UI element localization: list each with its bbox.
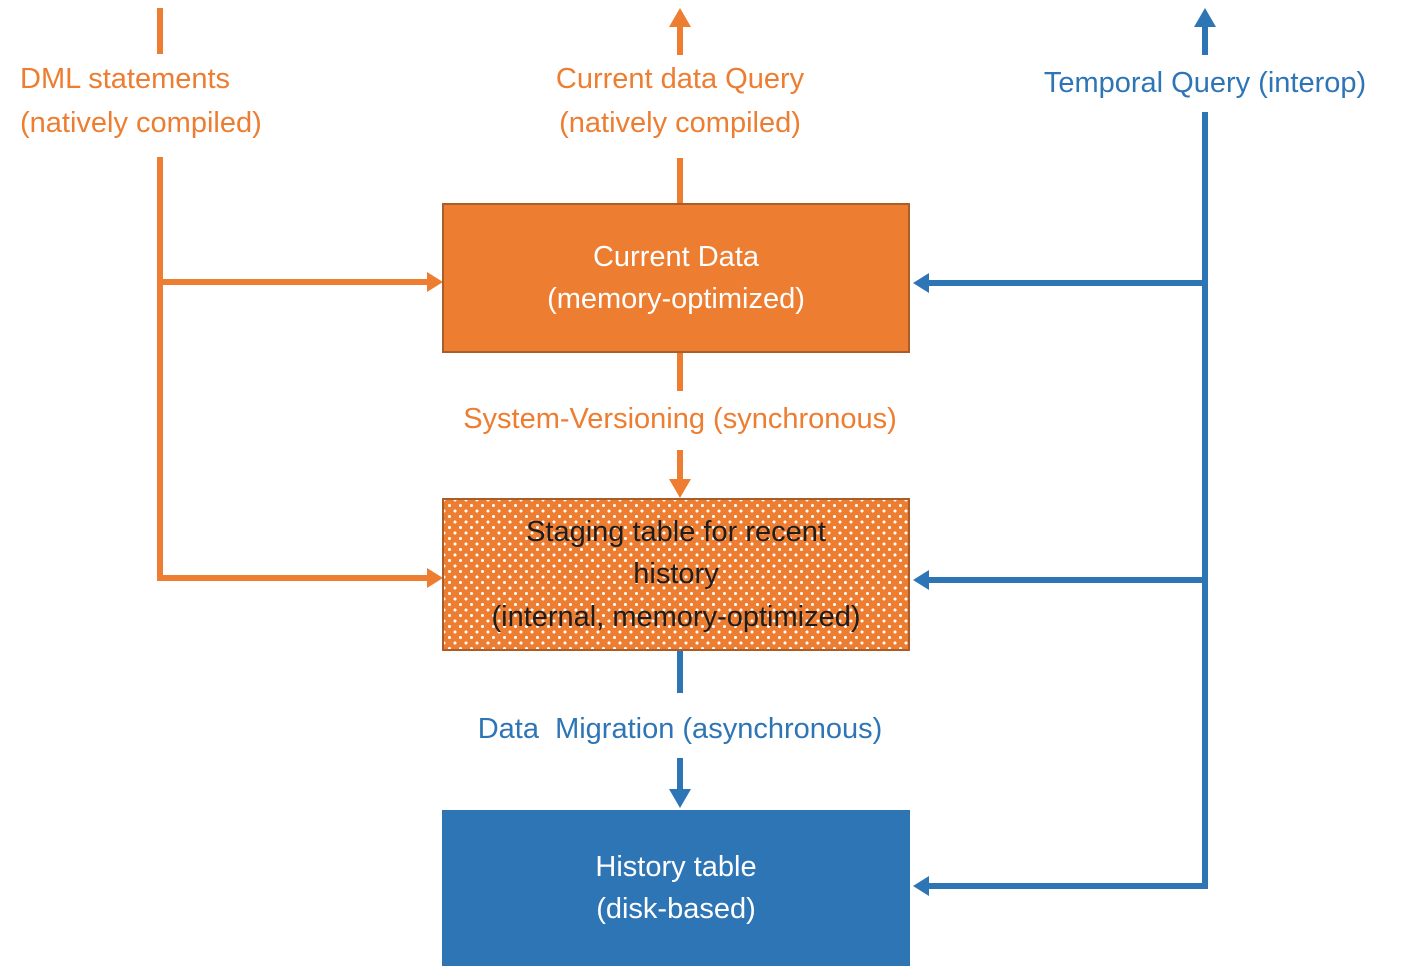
temporal-to-history-connector [928,883,1208,889]
staging-table-node: Staging table for recent history (intern… [442,498,910,651]
temporal-to-history-arrowhead-icon [913,876,929,896]
dml-to-current-arrowhead-icon [427,272,443,292]
current-query-arrowhead-icon [669,8,691,27]
migration-to-history-arrowhead-icon [669,789,691,808]
versioning-to-staging-shaft [677,450,683,480]
dml-line-main-segment [157,157,163,581]
current-query-arrow-shaft [677,25,683,55]
versioning-to-staging-arrowhead-icon [669,479,691,498]
temporal-query-label: Temporal Query (interop) [1043,67,1367,99]
temporal-query-arrow-shaft [1202,25,1208,55]
data-migration-label: Data Migration (asynchronous) [477,713,883,745]
temporal-query-arrowhead-icon [1194,8,1216,27]
current-data-node: Current Data (memory-optimized) [442,203,910,353]
temporal-to-current-arrowhead-icon [913,273,929,293]
staging-to-migration-connector [677,651,683,693]
temporal-to-current-connector [928,280,1202,286]
dml-to-current-connector [160,279,428,285]
temporal-to-staging-arrowhead-icon [913,570,929,590]
current-query-to-box-connector [677,158,683,203]
dml-statements-label: DML statements (natively compiled) [20,63,262,139]
temporal-query-main-line [1202,112,1208,889]
current-to-versioning-connector [677,353,683,391]
current-query-label: Current data Query (natively compiled) [555,63,805,139]
migration-to-history-shaft [677,758,683,790]
dml-to-staging-connector [160,575,428,581]
system-versioning-label: System-Versioning (synchronous) [463,403,897,435]
dml-to-staging-arrowhead-icon [427,568,443,588]
temporal-to-staging-connector [928,577,1202,583]
history-table-node: History table (disk-based) [442,810,910,966]
dml-line-top-segment [157,8,163,54]
